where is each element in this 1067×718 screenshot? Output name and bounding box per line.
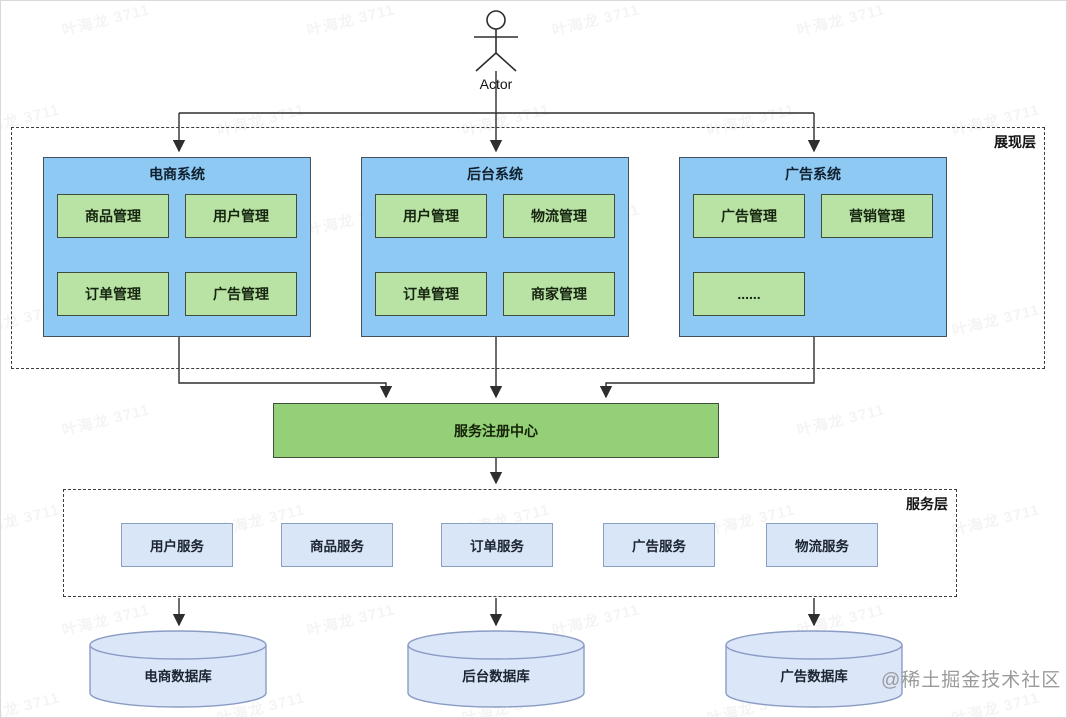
module-box: ...... — [693, 272, 805, 316]
service-box: 订单服务 — [441, 523, 553, 567]
system-title: 后台系统 — [467, 166, 523, 182]
presentation-layer-box: 展现层 — [11, 127, 1045, 369]
module-box: 用户管理 — [375, 194, 487, 238]
database-cylinder-backend — [407, 630, 585, 708]
system-ads: 广告系统 广告管理 营销管理 ...... — [679, 157, 947, 337]
module-box: 广告管理 — [693, 194, 805, 238]
service-box: 广告服务 — [603, 523, 715, 567]
module-box: 商品管理 — [57, 194, 169, 238]
database-cylinders — [89, 630, 903, 708]
database-label: 后台数据库 — [462, 669, 530, 684]
module-box: 物流管理 — [503, 194, 615, 238]
service-box: 商品服务 — [281, 523, 393, 567]
database-label: 电商数据库 — [144, 669, 212, 684]
presentation-layer-label: 展现层 — [994, 134, 1036, 150]
module-box: 订单管理 — [57, 272, 169, 316]
service-box: 物流服务 — [766, 523, 878, 567]
community-watermark: @稀土掘金技术社区 — [881, 670, 1062, 691]
actor-label: Actor — [479, 76, 513, 92]
module-box: 订单管理 — [375, 272, 487, 316]
database-label: 广告数据库 — [780, 669, 848, 684]
service-layer-box: 服务层 — [63, 489, 957, 597]
system-backend: 后台系统 用户管理 物流管理 订单管理 商家管理 — [361, 157, 629, 337]
module-box: 营销管理 — [821, 194, 933, 238]
service-box: 用户服务 — [121, 523, 233, 567]
system-ecommerce: 电商系统 商品管理 用户管理 订单管理 广告管理 — [43, 157, 311, 337]
actor-icon — [474, 10, 518, 72]
database-cylinder-ads — [725, 630, 903, 708]
database-cylinder-ecommerce — [89, 630, 267, 708]
module-box: 广告管理 — [185, 272, 297, 316]
systems-to-registry-connectors — [178, 337, 815, 399]
services-to-databases-connectors — [172, 598, 821, 627]
module-box: 商家管理 — [503, 272, 615, 316]
service-registry-box: 服务注册中心 — [273, 403, 719, 458]
module-box: 用户管理 — [185, 194, 297, 238]
service-layer-label: 服务层 — [906, 496, 948, 512]
system-title: 广告系统 — [785, 166, 841, 182]
system-title: 电商系统 — [149, 166, 205, 182]
actor-to-systems-connectors — [172, 71, 821, 153]
